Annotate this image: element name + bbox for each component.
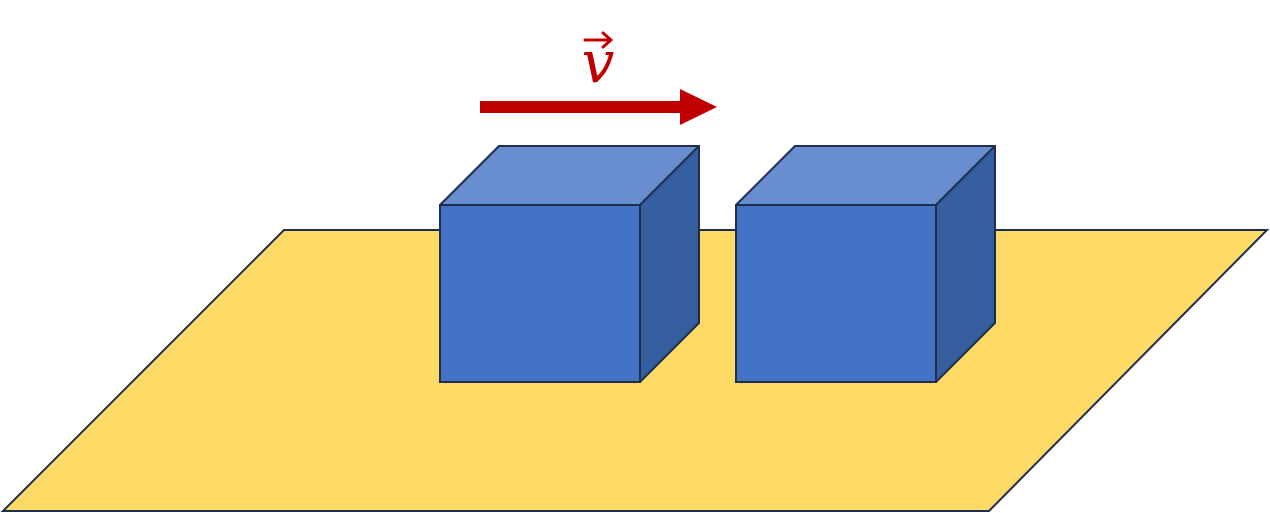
right-cube: [735, 145, 996, 383]
velocity-arrow: [480, 89, 717, 125]
right-cube-front-face: [735, 204, 937, 383]
velocity-label: v: [582, 28, 615, 96]
vector-accent-icon: [583, 31, 613, 49]
velocity-arrow-shaft: [480, 101, 684, 113]
velocity-arrow-head: [680, 89, 717, 125]
velocity-symbol: v: [582, 28, 615, 96]
left-cube-front-face: [439, 204, 641, 383]
left-cube: [439, 145, 700, 383]
